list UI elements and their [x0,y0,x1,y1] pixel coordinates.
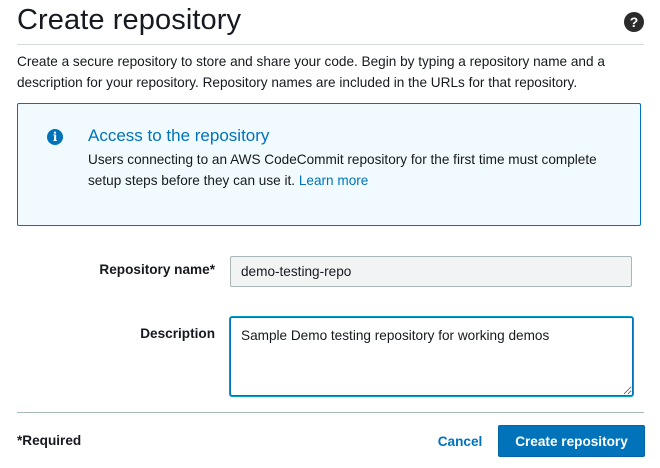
info-alert: i Access to the repository Users connect… [17,103,641,226]
page-title: Create repository [17,4,242,36]
info-icon: i [47,129,63,145]
description-label: Description [140,326,215,341]
cancel-button[interactable]: Cancel [428,427,492,456]
repository-name-input[interactable] [230,256,632,287]
page-description: Create a secure repository to store and … [17,54,605,90]
description-textarea[interactable]: Sample Demo testing repository for worki… [230,317,633,396]
learn-more-link[interactable]: Learn more [298,173,369,188]
info-alert-title: Access to the repository [88,126,270,145]
info-alert-text: Users connecting to an AWS CodeCommit re… [88,149,608,191]
required-note: *Required [17,433,82,448]
footer-divider [17,412,644,413]
help-question-icon[interactable]: ? [624,12,644,32]
info-alert-body: Users connecting to an AWS CodeCommit re… [88,152,597,188]
create-repository-button[interactable]: Create repository [498,425,645,457]
page-header: Create repository ? [17,0,644,45]
repository-name-label: Repository name* [99,262,215,277]
